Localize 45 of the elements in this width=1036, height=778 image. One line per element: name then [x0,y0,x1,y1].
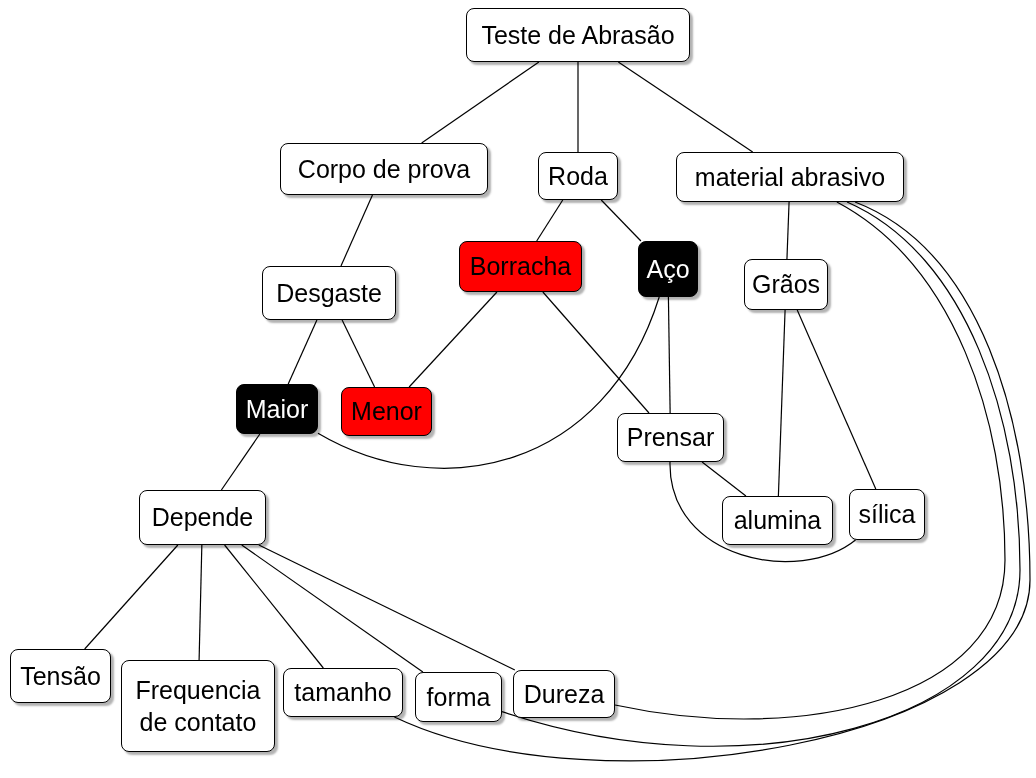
connector-line [258,544,516,671]
connector-line [600,199,642,242]
connector-line [614,201,1006,720]
concept-box: Maior [236,384,318,434]
connector-line [421,61,540,144]
concept-box: Teste de Abrasão [466,8,690,62]
connector-line [220,433,261,491]
connector-line [408,291,498,388]
concept-box: Frequencia de contato [121,660,275,752]
connector-line [341,319,376,388]
concept-box: sílica [849,489,925,540]
concept-box: forma [415,672,502,722]
connector-line [796,309,877,490]
connector-line [536,199,564,242]
concept-box: tamanho [283,668,403,717]
concept-box: Corpo de prova [280,143,488,195]
concept-box: Tensão [10,649,111,703]
concept-box: Prensar [617,413,724,462]
connector-line [287,319,318,385]
connector-line [542,291,650,414]
connector-line [198,544,203,661]
concept-box: Dureza [513,670,615,718]
concept-box: Aço [638,241,698,297]
concept-box: Menor [341,387,432,436]
connector-line [317,296,660,469]
connector-line [669,461,857,563]
concept-box: material abrasivo [676,152,904,202]
connector-line [393,201,1031,762]
connector-line [667,296,671,414]
connector-line [241,544,424,673]
connector-line [84,544,179,650]
concept-box: Roda [538,152,618,200]
connector-line [501,201,1021,747]
connector-line [340,194,374,267]
connector-line [701,461,747,497]
connector-line [617,61,754,153]
concept-box: alumina [722,496,833,545]
connector-line [777,309,786,497]
concept-box: Depende [139,490,266,545]
connector-line [577,61,579,153]
connector-line [786,201,790,260]
connector-line [224,544,324,669]
concept-box: Grãos [744,259,828,310]
concept-box: Borracha [459,241,582,292]
concept-box: Desgaste [262,266,396,320]
